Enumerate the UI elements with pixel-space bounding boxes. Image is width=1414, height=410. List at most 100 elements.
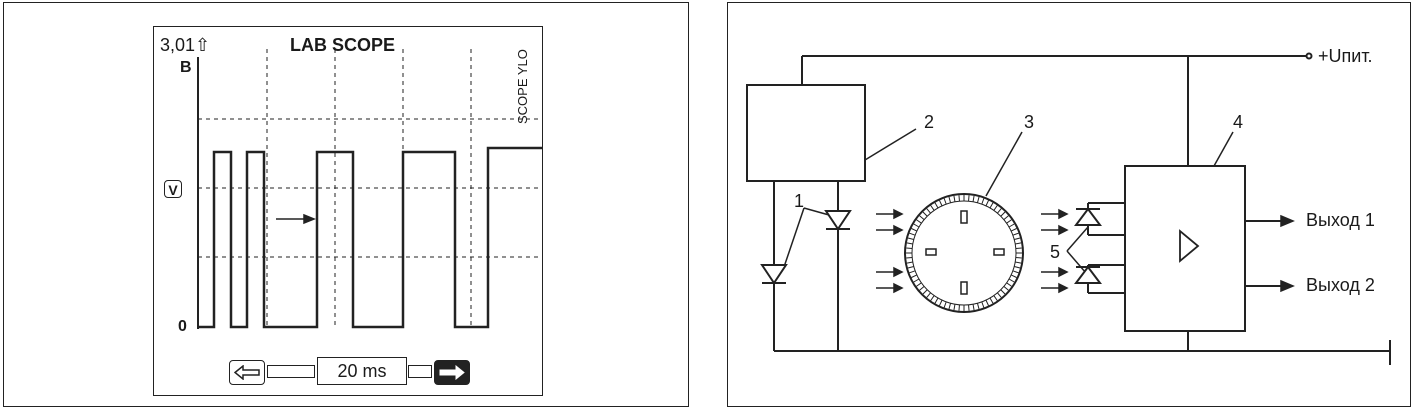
encoder-tick bbox=[972, 195, 975, 202]
encoder-slot-top bbox=[960, 210, 968, 224]
encoder-tick bbox=[1000, 211, 1006, 217]
timebase-left-button[interactable] bbox=[229, 360, 265, 385]
encoder-tick bbox=[1006, 282, 1012, 287]
output-1-label: Выход 1 bbox=[1306, 210, 1375, 230]
encoder-tick bbox=[926, 292, 931, 298]
channel-label: SCOPE YLO bbox=[515, 49, 530, 124]
encoder-tick bbox=[989, 297, 994, 304]
encoder-tick bbox=[1015, 242, 1022, 245]
encoder-tick bbox=[997, 292, 1002, 298]
voltage-marker[interactable]: V bbox=[164, 180, 182, 198]
encoder-tick bbox=[913, 278, 920, 283]
oscilloscope-panel: 3,01⇧ LAB SCOPE B V 0 SCOPE YLO 20 ms bbox=[3, 2, 689, 407]
encoder-tick bbox=[939, 200, 943, 207]
encoder-tick bbox=[1000, 289, 1006, 295]
encoder-disk bbox=[904, 193, 1024, 313]
photodiode-1 bbox=[1074, 207, 1102, 226]
encoder-tick bbox=[958, 195, 960, 202]
timebase-track-left bbox=[267, 365, 315, 378]
encoder-ticks bbox=[906, 195, 1022, 311]
encoder-tick bbox=[907, 237, 914, 241]
amplifier-triangle-icon bbox=[1179, 229, 1200, 263]
output-1-arrowhead bbox=[1280, 214, 1295, 228]
callout-4: 4 bbox=[1233, 112, 1244, 132]
encoder-tick bbox=[985, 200, 989, 207]
encoder-tick bbox=[943, 301, 947, 308]
arrow-right-icon bbox=[439, 365, 465, 380]
encoder-tick bbox=[972, 304, 975, 311]
encoder-tick bbox=[1008, 278, 1015, 283]
encoder-tick bbox=[919, 215, 925, 220]
encoder-tick bbox=[948, 196, 952, 203]
encoder-tick bbox=[1015, 261, 1022, 264]
encoder-tick bbox=[1003, 215, 1009, 220]
encoder-tick bbox=[907, 265, 914, 269]
encoder-tick bbox=[1012, 270, 1019, 274]
output-2-arrowhead bbox=[1280, 279, 1295, 293]
encoder-tick bbox=[981, 301, 985, 308]
encoder-tick bbox=[993, 295, 998, 301]
scope-reading: 3,01⇧ bbox=[160, 35, 211, 55]
encoder-tick bbox=[911, 274, 918, 278]
encoder-tick bbox=[930, 205, 935, 211]
encoder-tick bbox=[922, 289, 928, 295]
encoder-tick bbox=[993, 205, 998, 211]
encoder-tick bbox=[906, 261, 913, 264]
encoder-tick bbox=[997, 208, 1002, 214]
encoder-tick bbox=[1012, 232, 1019, 236]
encoder-tick bbox=[909, 232, 916, 236]
encoder-tick bbox=[953, 304, 956, 311]
square-wave-trace bbox=[198, 146, 542, 329]
callout-2: 2 bbox=[924, 112, 935, 132]
timebase-right-button[interactable] bbox=[434, 360, 470, 385]
encoder-tick bbox=[976, 303, 980, 310]
encoder-tick bbox=[906, 247, 913, 249]
circuit-diagram bbox=[746, 52, 1391, 365]
encoder-tick bbox=[1003, 286, 1009, 291]
encoder-tick bbox=[909, 270, 916, 274]
arrow-left-icon bbox=[234, 365, 260, 380]
encoder-tick bbox=[989, 202, 994, 209]
encoder-tick bbox=[985, 299, 989, 306]
encoder-tick bbox=[930, 295, 935, 301]
encoder-tick bbox=[1008, 223, 1015, 228]
callout-5: 5 bbox=[1050, 242, 1061, 262]
encoder-tick bbox=[958, 304, 960, 311]
encoder-tick bbox=[1006, 219, 1012, 224]
scope-screen: 3,01⇧ LAB SCOPE B V 0 SCOPE YLO 20 ms bbox=[153, 26, 543, 396]
encoder-tick bbox=[906, 257, 913, 259]
encoder-tick bbox=[943, 198, 947, 205]
encoder-tick bbox=[916, 219, 922, 224]
block-4 bbox=[1124, 165, 1246, 332]
encoder-tick bbox=[1015, 247, 1022, 249]
encoder-tick bbox=[1010, 228, 1017, 232]
photodiode-2 bbox=[1074, 265, 1102, 284]
encoder-tick bbox=[906, 242, 913, 245]
timebase-track-right bbox=[408, 365, 432, 378]
encoder-tick bbox=[911, 228, 918, 232]
encoder-tick bbox=[968, 195, 970, 202]
encoder-tick bbox=[916, 282, 922, 287]
block-2 bbox=[746, 84, 866, 182]
encoder-tick bbox=[922, 211, 928, 217]
supply-label: +Uпит. bbox=[1318, 46, 1373, 66]
callout-3: 3 bbox=[1024, 112, 1035, 132]
led-2 bbox=[824, 210, 852, 231]
encoder-tick bbox=[1014, 265, 1021, 269]
encoder-tick bbox=[968, 304, 970, 311]
scope-title: LAB SCOPE bbox=[290, 35, 396, 55]
zero-label: 0 bbox=[178, 318, 187, 335]
encoder-tick bbox=[981, 198, 985, 205]
output-2-label: Выход 2 bbox=[1306, 275, 1375, 295]
encoder-slot-right bbox=[993, 248, 1005, 256]
encoder-tick bbox=[948, 303, 952, 310]
encoder-tick bbox=[934, 297, 939, 304]
circuit-panel: +Uпит. Выход 1 Выход 2 1 2 3 4 5 bbox=[727, 2, 1411, 407]
callout-1: 1 bbox=[794, 191, 805, 211]
encoder-tick bbox=[926, 208, 931, 214]
scope-plot bbox=[197, 49, 542, 329]
encoder-tick bbox=[1014, 237, 1021, 241]
unit-label: B bbox=[180, 59, 192, 76]
timebase-value: 20 ms bbox=[317, 357, 407, 385]
encoder-tick bbox=[939, 299, 943, 306]
